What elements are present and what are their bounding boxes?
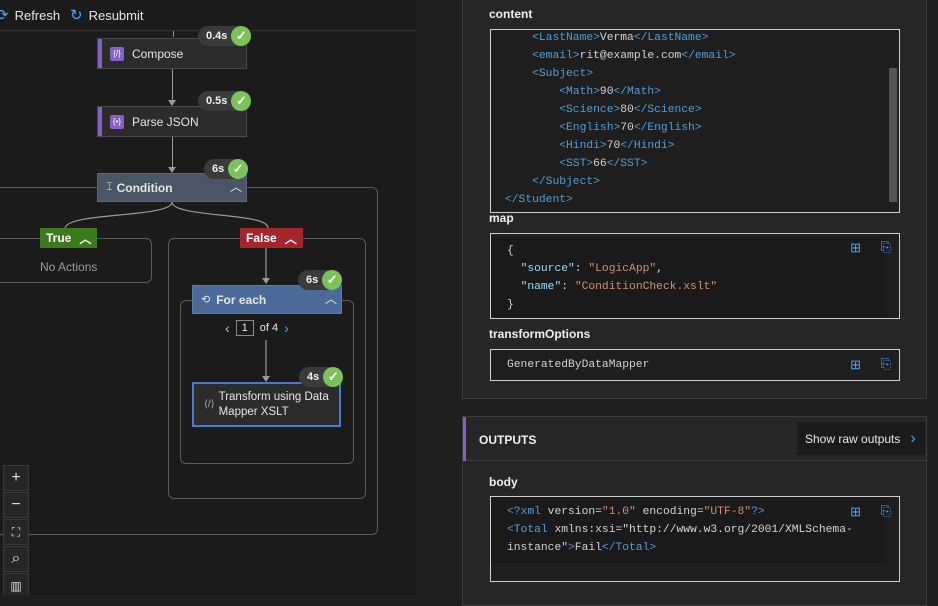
outputs-header: OUTPUTS Show raw outputs ›: [463, 417, 928, 461]
copy-icon[interactable]: ⎘: [880, 356, 891, 371]
chevron-right-icon: ›: [910, 429, 916, 447]
code-line: <Hindi>70</Hindi>: [559, 140, 675, 152]
transform-options-value: GeneratedByDataMapper: [507, 359, 650, 371]
status-badge: 4s✓: [299, 367, 344, 387]
code-line: <email>rit@example.com</email>: [532, 50, 736, 62]
chevron-up-icon[interactable]: ︿: [284, 231, 297, 246]
designer-canvas[interactable]: ⟳ Refresh ↻ Resubmit {/} Compose 0.4s✓ {…: [0, 0, 416, 595]
copy-icon[interactable]: ⎘: [880, 503, 891, 518]
code-line: "name": "ConditionCheck.xslt": [520, 281, 718, 293]
map-label: map: [489, 211, 514, 225]
code-line: "source": "LogicApp",: [520, 263, 663, 275]
compose-action[interactable]: {/} Compose: [97, 38, 247, 69]
transform-action[interactable]: ⟨/⟩ Transform using Data Mapper XSLT: [192, 382, 341, 427]
search-button[interactable]: ⌕: [3, 546, 29, 572]
content-codebox[interactable]: <LastName>Verma</LastName> <email>rit@ex…: [490, 29, 900, 213]
transform-options-codebox[interactable]: GeneratedByDataMapper ⊞ ⎘: [490, 349, 900, 381]
code-line: <?xml version="1.0" encoding="UTF-8"?>: [507, 506, 765, 518]
chevron-up-icon[interactable]: ︿: [229, 180, 242, 194]
no-actions-text: No Actions: [40, 260, 98, 274]
details-panel: content <LastName>Verma</LastName> <emai…: [416, 0, 938, 606]
resubmit-button[interactable]: ↻ Resubmit: [70, 7, 144, 24]
condition-icon: ⌶: [106, 181, 113, 193]
condition-action[interactable]: ⌶ Condition ︿: [97, 173, 247, 202]
transform-options-label: transformOptions: [489, 327, 591, 341]
map-code: { "source": "LogicApp", "name": "Conditi…: [491, 238, 887, 318]
body-codebox[interactable]: <?xml version="1.0" encoding="UTF-8"?> <T…: [490, 496, 900, 582]
minus-icon: −: [11, 496, 21, 513]
body-label: body: [489, 475, 518, 489]
zoom-out-button[interactable]: −: [3, 492, 29, 518]
check-icon: ✓: [231, 91, 252, 111]
status-badge: 6s✓: [204, 159, 249, 179]
resubmit-icon: ↻: [70, 7, 83, 24]
code-line: </Subject>: [532, 176, 600, 188]
inputs-card: content <LastName>Verma</LastName> <emai…: [462, 0, 927, 399]
code-line: <LastName>Verma</LastName>: [532, 32, 709, 44]
status-badge: 6s✓: [298, 270, 343, 290]
check-icon: ✓: [322, 270, 343, 290]
transform-icon: ⟨/⟩: [204, 399, 215, 410]
refresh-icon: ⟳: [0, 7, 9, 24]
zoom-in-button[interactable]: +: [3, 465, 29, 491]
chevron-up-icon[interactable]: ︿: [79, 231, 92, 246]
parse-json-action[interactable]: {•} Parse JSON: [97, 106, 247, 137]
iteration-input[interactable]: 1: [235, 320, 254, 336]
branch-connectors: [64, 201, 270, 382]
fit-view-button[interactable]: ⛶: [3, 519, 29, 545]
content-label: content: [489, 7, 533, 21]
loop-icon: ⟲: [201, 294, 211, 306]
expand-icon[interactable]: ⊞: [850, 504, 861, 519]
true-branch-header[interactable]: True ︿: [40, 228, 98, 248]
body-code: <?xml version="1.0" encoding="UTF-8"?> <T…: [491, 497, 887, 563]
code-line: </Student>: [505, 194, 573, 206]
code-line: <English>70</English>: [559, 122, 702, 134]
parse-json-icon: {•}: [110, 114, 124, 129]
check-icon: ✓: [231, 26, 252, 46]
refresh-button[interactable]: ⟳ Refresh: [0, 6, 60, 24]
map-codebox[interactable]: { "source": "LogicApp", "name": "Conditi…: [490, 233, 900, 319]
outputs-card: OUTPUTS Show raw outputs › body <?xml ve…: [462, 416, 928, 606]
check-icon: ✓: [228, 159, 249, 179]
code-line: <Science>80</Science>: [559, 104, 702, 116]
code-line: <SST>66</SST>: [559, 158, 648, 170]
chevron-up-icon[interactable]: ︿: [324, 292, 337, 306]
false-branch-header[interactable]: False ︿: [240, 228, 303, 248]
code-line: <Math>90</Math>: [559, 86, 661, 98]
chevron-left-icon[interactable]: ‹: [225, 320, 230, 336]
minimap-button[interactable]: ▥: [3, 573, 29, 595]
map-icon: ▥: [10, 579, 22, 593]
show-raw-outputs-button[interactable]: Show raw outputs ›: [797, 422, 925, 455]
scrollbar[interactable]: [889, 68, 897, 202]
expand-icon[interactable]: ⊞: [850, 240, 861, 255]
code-line: instance">Fail</Total>: [507, 542, 657, 554]
code-line: <Total xmlns:xsi="http://www.w3.org/2001…: [507, 524, 853, 536]
fit-view-icon: ⛶: [11, 524, 21, 539]
expand-icon[interactable]: ⊞: [850, 357, 861, 372]
iteration-pager: ‹ 1 of 4 ›: [225, 320, 289, 336]
code-line: }: [507, 299, 514, 311]
check-icon: ✓: [323, 367, 344, 387]
status-badge: 0.5s✓: [198, 91, 252, 111]
code-line: {: [507, 245, 514, 257]
outputs-title: OUTPUTS: [479, 433, 537, 447]
plus-icon: +: [11, 469, 21, 486]
status-badge: 0.4s✓: [198, 26, 252, 46]
chevron-right-icon[interactable]: ›: [284, 320, 289, 336]
code-line: <Subject>: [532, 68, 594, 80]
copy-icon[interactable]: ⎘: [880, 239, 891, 254]
content-code: <LastName>Verma</LastName> <email>rit@ex…: [491, 30, 899, 209]
compose-icon: {/}: [110, 46, 124, 61]
search-icon: ⌕: [11, 550, 21, 567]
